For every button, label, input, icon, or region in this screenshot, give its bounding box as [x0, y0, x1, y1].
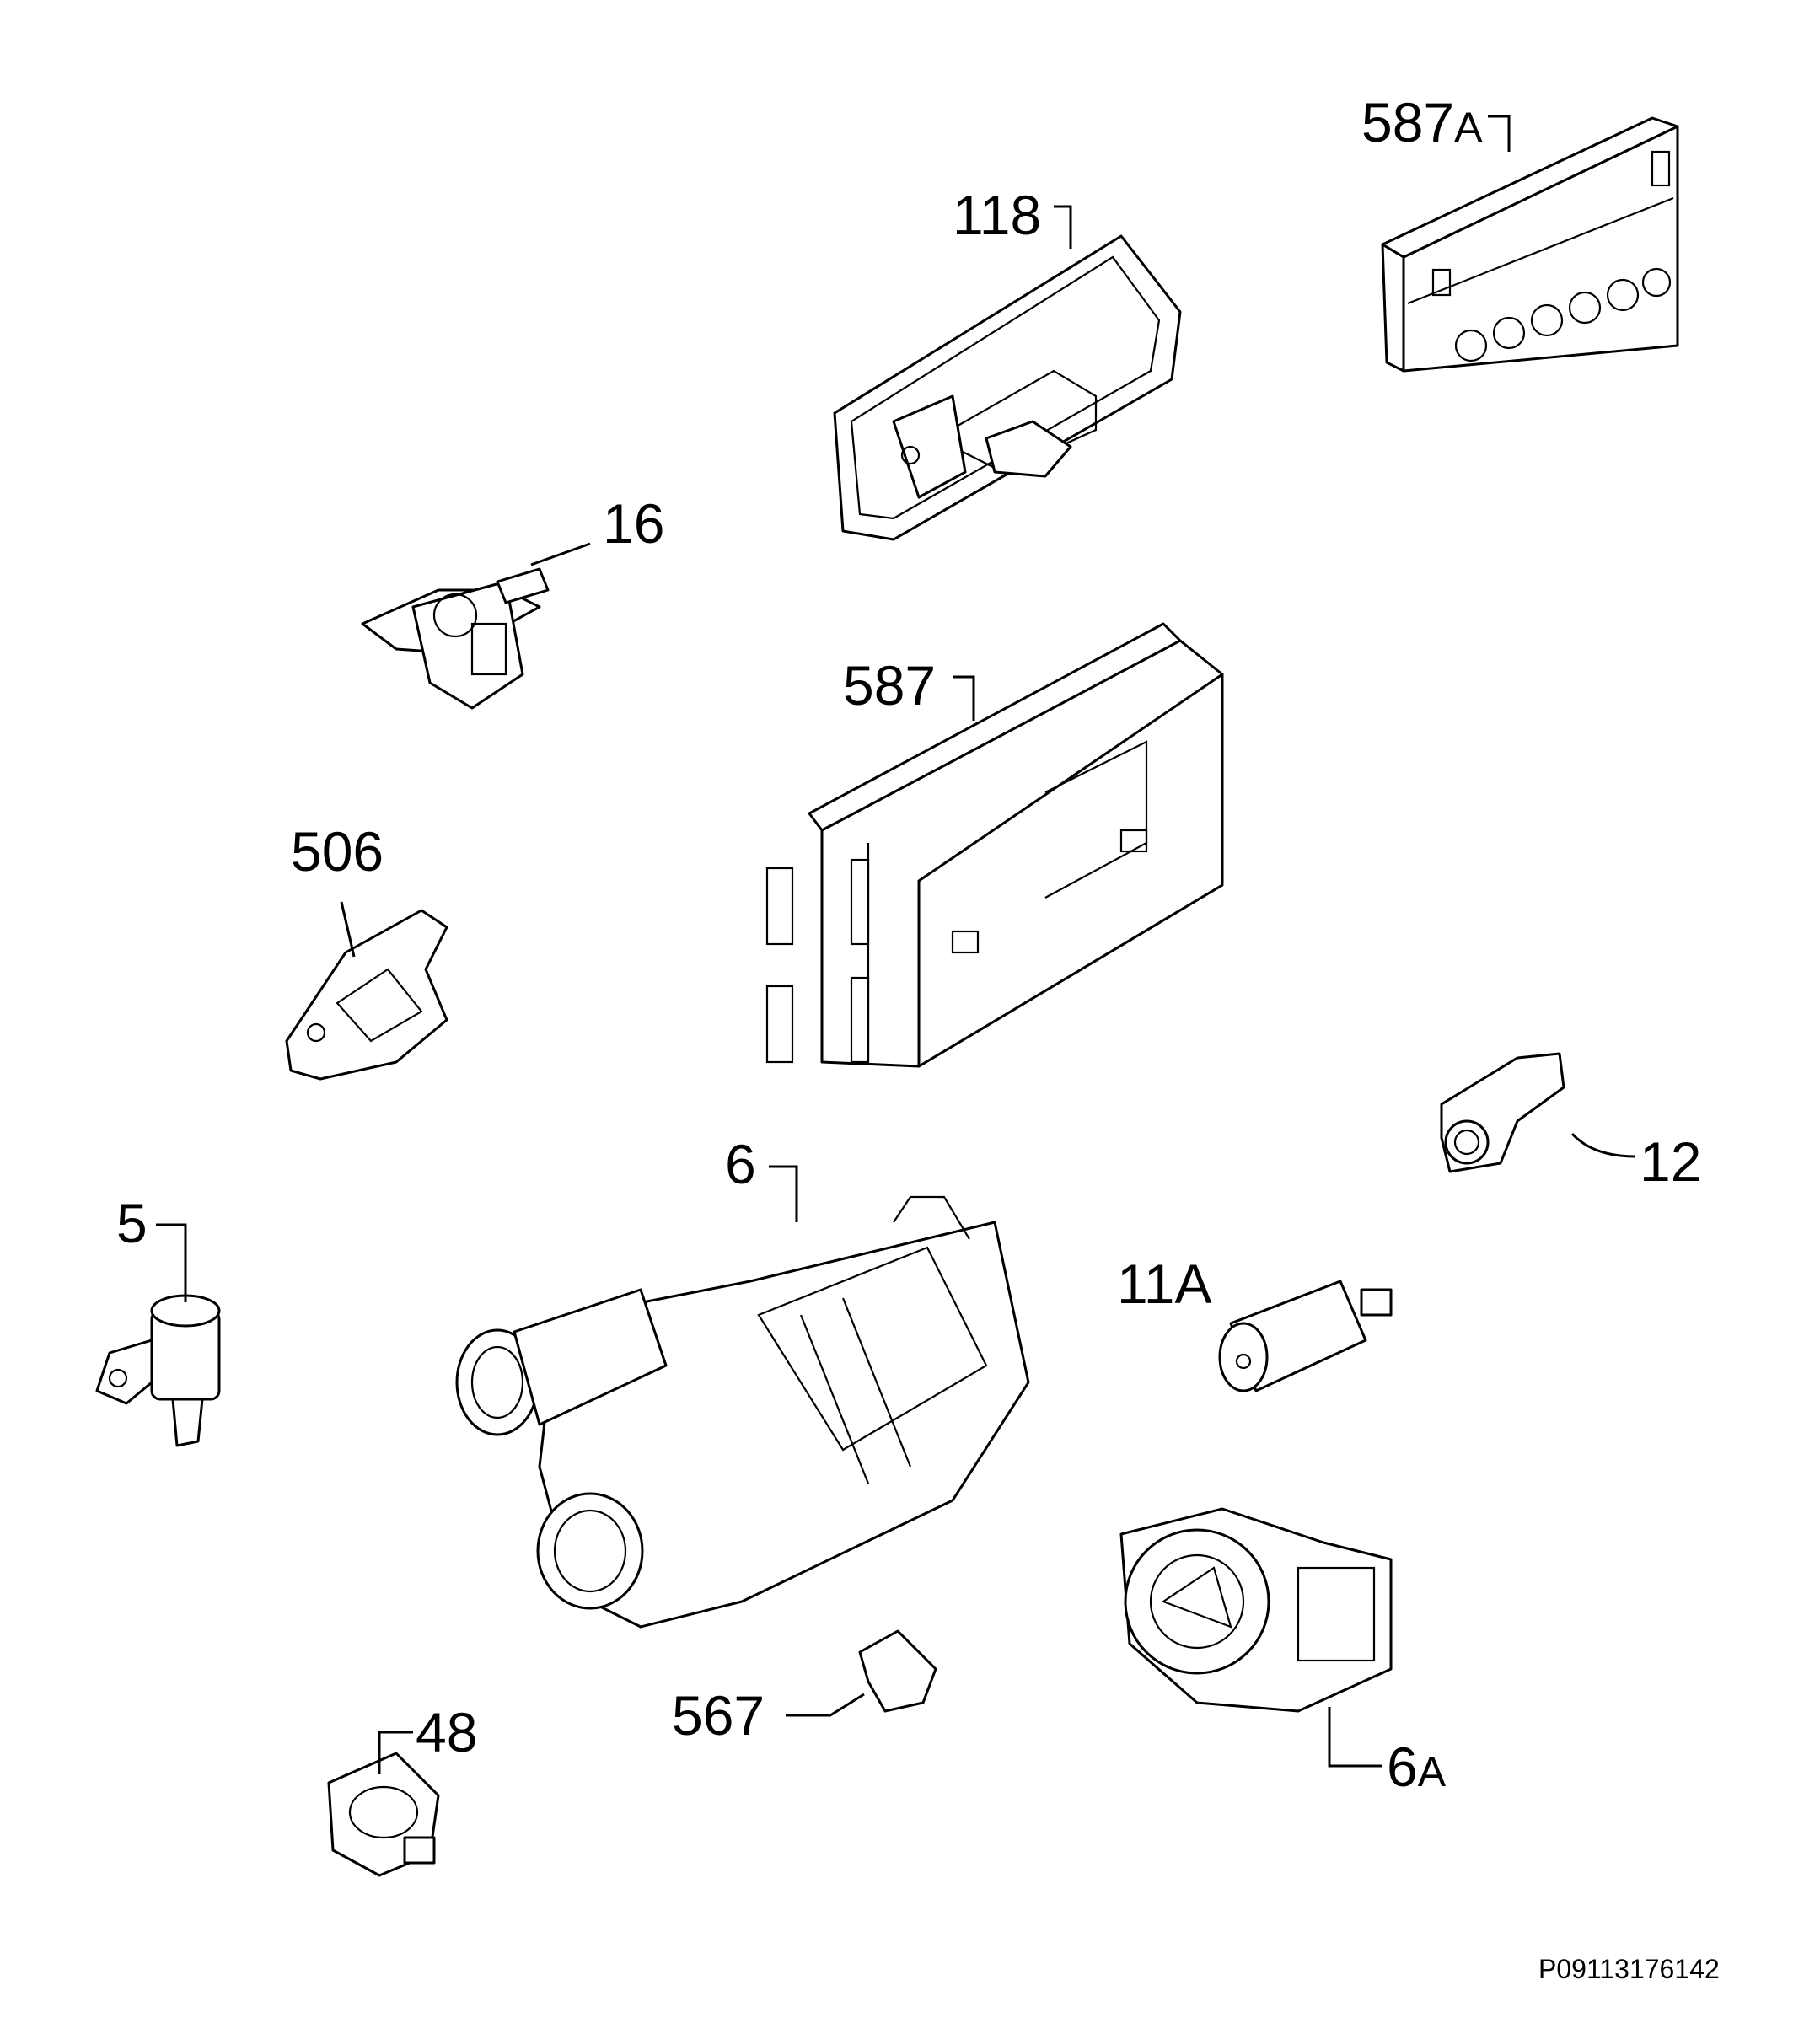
callout-12: 12: [1640, 1134, 1701, 1189]
leader-6: [769, 1165, 798, 1222]
callout-587: 587: [843, 657, 936, 713]
leader-587: [953, 675, 975, 721]
part-6a-drain-pump[interactable]: [1119, 1507, 1393, 1713]
callout-11a-number: 11A: [1117, 1253, 1212, 1315]
leader-5: [156, 1223, 187, 1302]
callout-587a: 587A: [1361, 94, 1482, 150]
callout-118-number: 118: [953, 184, 1042, 246]
callout-506-number: 506: [291, 820, 384, 883]
part-506-component[interactable]: [285, 909, 448, 1081]
callout-6: 6: [725, 1136, 756, 1192]
callout-6a-suffix: A: [1417, 1748, 1447, 1795]
callout-6-number: 6: [725, 1133, 756, 1195]
part-6-circulation-pump[interactable]: [455, 1195, 1030, 1629]
leader-12: [1570, 1132, 1636, 1158]
callout-118: 118: [953, 187, 1041, 243]
part-567-clip[interactable]: [858, 1629, 937, 1713]
callout-5-number: 5: [116, 1192, 148, 1254]
leader-506: [340, 901, 356, 958]
leader-6a: [1328, 1707, 1382, 1768]
callout-16: 16: [603, 496, 664, 551]
callout-587a-number: 587: [1361, 91, 1455, 153]
callout-48: 48: [416, 1704, 477, 1760]
callout-587a-suffix: A: [1454, 104, 1483, 151]
leader-587a: [1488, 115, 1511, 152]
leader-48: [378, 1731, 413, 1774]
callout-6a-number: 6: [1387, 1736, 1418, 1798]
part-11a-capacitor[interactable]: [1218, 1280, 1393, 1392]
part-587-main-module[interactable]: [765, 622, 1224, 1068]
part-118-dispenser[interactable]: [833, 234, 1182, 541]
part-587a-control-module[interactable]: [1381, 116, 1679, 373]
callout-12-number: 12: [1640, 1130, 1702, 1193]
part-48-pressure-switch[interactable]: [327, 1752, 440, 1877]
callout-5: 5: [116, 1195, 148, 1251]
callout-16-number: 16: [603, 492, 665, 555]
leader-567: [786, 1693, 865, 1717]
callout-48-number: 48: [416, 1701, 478, 1763]
leader-16: [530, 542, 591, 566]
document-id: P09113176142: [1538, 1954, 1720, 1984]
part-12-component[interactable]: [1440, 1052, 1565, 1173]
callout-587-number: 587: [843, 654, 937, 716]
callout-506: 506: [291, 824, 384, 879]
callout-6a: 6A: [1387, 1739, 1446, 1795]
callout-567: 567: [672, 1688, 765, 1743]
part-16-door-lock[interactable]: [361, 567, 550, 710]
leader-118: [1054, 205, 1072, 249]
callout-567-number: 567: [672, 1684, 765, 1747]
part-5-inlet-valve[interactable]: [95, 1294, 221, 1447]
callout-11a: 11A: [1117, 1256, 1212, 1312]
